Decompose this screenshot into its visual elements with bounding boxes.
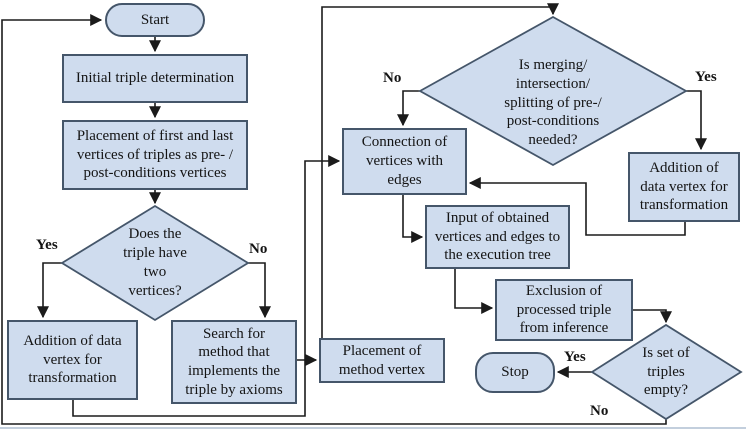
edge-connection-to-input (402, 195, 424, 243)
node-exclusion-processed-triple: Exclusion of processed triple from infer… (495, 279, 633, 341)
decision-does-triple-have-two-vertices (60, 204, 250, 322)
node-addition-data-vertex-right: Addition of data vertex for transformati… (628, 152, 740, 222)
edge-exclusion-to-empty-decision (633, 309, 672, 324)
node-addition-data-vertex-left: Addition of data vertex for transformati… (7, 320, 138, 400)
edge-yes-to-addition-left (37, 262, 62, 319)
edge-addition-left-to-connection (72, 155, 341, 417)
node-stop: Stop (475, 352, 555, 393)
node-initial-triple-determination: Initial triple determination (62, 54, 248, 103)
edge-label-no-merging-needed: No (383, 70, 402, 86)
node-placement-method-vertex: Placement of method vertex (319, 338, 445, 383)
decision-label-does-triple-have-two-vertices: Does the triple have two vertices? (123, 226, 187, 299)
node-search-method-axioms: Search for method that implements the tr… (171, 320, 297, 404)
decision-label-is-merging-needed: Is merging/ intersection/ splitting of p… (504, 56, 602, 149)
decision-is-set-of-triples-empty (590, 323, 743, 421)
edge-label-yes-two-vertices: Yes (36, 237, 58, 253)
decision-label-is-set-of-triples-empty: Is set of triples empty? (642, 344, 690, 399)
edge-addition-right-to-connection (468, 177, 686, 236)
edge-input-to-exclusion (454, 269, 494, 314)
edge-label-yes-set-empty: Yes (564, 349, 586, 365)
edge-yes-to-addition-right (686, 90, 707, 151)
edge-label-yes-merging-needed: Yes (695, 69, 717, 85)
node-start: Start (105, 3, 205, 37)
image-bottom-edge (0, 427, 746, 429)
decision-is-merging-needed (418, 15, 688, 167)
node-placement-pre-post-vertices: Placement of first and last vertices of … (62, 120, 248, 190)
node-connection-vertices-edges: Connection of vertices with edges (342, 128, 467, 195)
edge-method-vertex-to-merging-decision (321, 3, 559, 338)
edge-label-no-set-empty: No (590, 403, 609, 419)
edge-no-to-search-method (248, 262, 271, 319)
edge-label-no-two-vertices: No (249, 241, 268, 257)
node-input-execution-tree: Input of obtained vertices and edges to … (425, 205, 570, 269)
edge-no-loop-to-start (1, 14, 667, 425)
edge-no-to-connection (397, 90, 420, 127)
